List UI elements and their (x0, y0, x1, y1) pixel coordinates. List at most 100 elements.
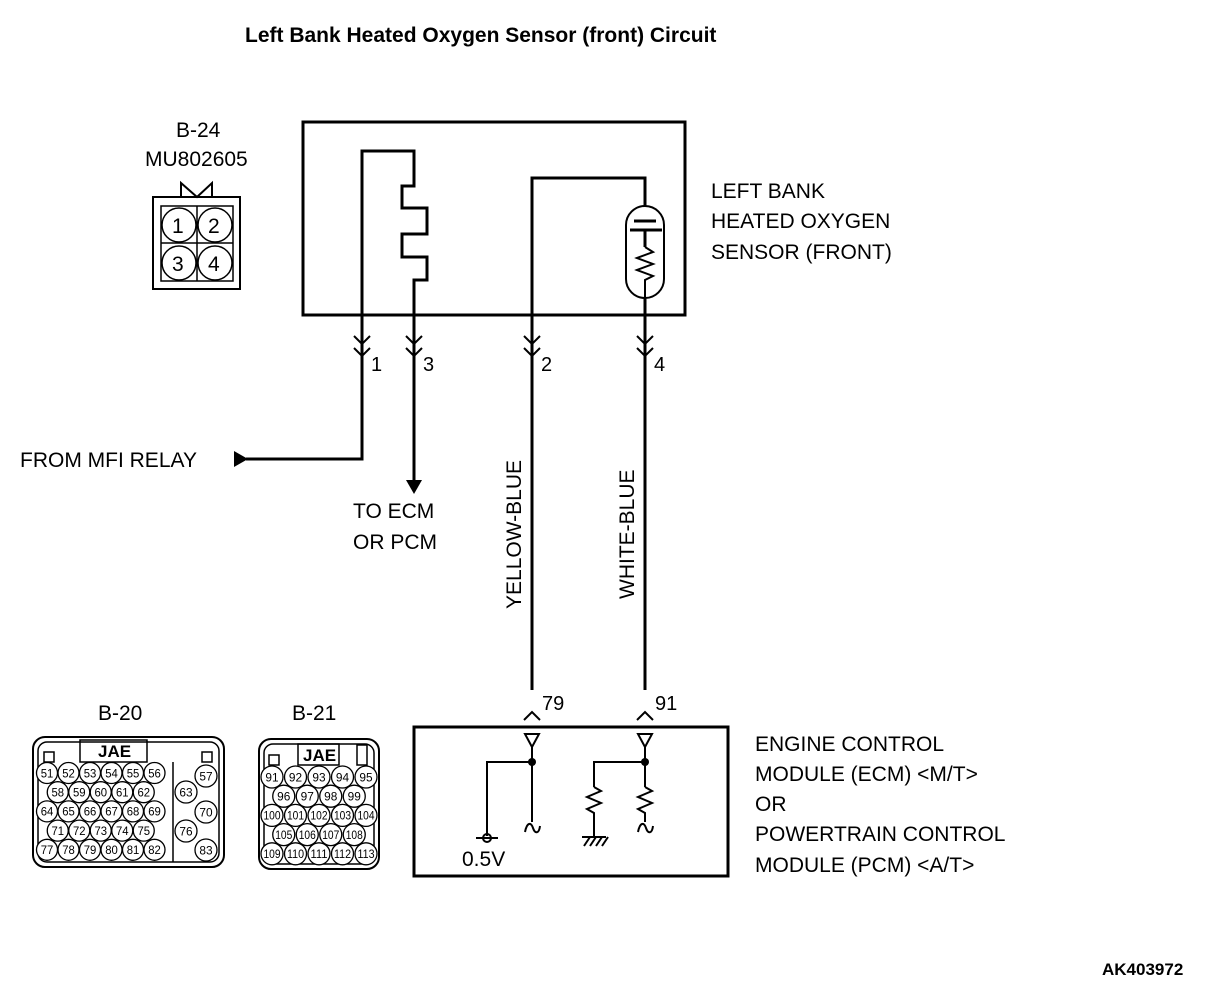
connector-pin (307, 765, 331, 789)
connector-pin-label: 76 (179, 824, 193, 838)
terminal-1-arrow-icon (353, 335, 371, 358)
connector-pin-label: 95 (359, 770, 373, 784)
connector-pin-label: 79 (84, 843, 97, 857)
connector-pin (194, 838, 218, 862)
wire-color-white-blue: WHITE-BLUE (616, 469, 639, 599)
connector-pin (260, 842, 284, 866)
terminal-3-arrow-icon (405, 335, 423, 358)
connector-pin-label: 83 (199, 843, 213, 857)
svg-text:MODULE (ECM) <M/T>: MODULE (ECM) <M/T> (755, 763, 978, 786)
connector-pin-label: 68 (127, 805, 140, 819)
connector-pin-label: 104 (357, 809, 374, 823)
connector-pin-label: 96 (277, 790, 291, 804)
connector-pin (272, 784, 296, 808)
connector-pin (354, 842, 378, 866)
connector-pin (194, 764, 218, 788)
connector-pin (143, 838, 166, 861)
ecm-module: 0.5V (412, 725, 730, 878)
connector-pin-label: 109 (263, 847, 280, 861)
connector-pin-label: 103 (334, 809, 351, 823)
heater-element-icon (360, 149, 429, 480)
connector-pin-label: 81 (127, 843, 140, 857)
connector-pin (330, 842, 355, 866)
connector-pin-label: 75 (137, 824, 150, 838)
connector-pin-label: 91 (265, 770, 279, 784)
arrow-right-icon (234, 451, 248, 467)
terminal-3-label: 3 (423, 354, 434, 376)
connector-pin-label: 70 (199, 805, 213, 819)
connector-pin (319, 822, 343, 847)
input-triangle-icon (523, 733, 541, 750)
connector-pin-label: 67 (105, 805, 118, 819)
oxygen-sensor (301, 120, 687, 690)
connector-pin-label: 77 (41, 843, 54, 857)
connector-pin-label: 94 (336, 770, 350, 784)
connector-pin (174, 819, 198, 843)
pulldown-resistor-icon (584, 786, 604, 836)
connector-pin (354, 803, 378, 828)
connector-pin-label: 55 (127, 766, 140, 780)
svg-text:LEFT BANK: LEFT BANK (711, 180, 825, 203)
connector-b24-part-number: MU802605 (145, 148, 248, 171)
connector-pin (132, 781, 155, 804)
terminal-2-label: 2 (541, 354, 552, 376)
sensor-box (301, 120, 687, 317)
connector-latch-icon (180, 180, 213, 199)
connector-housing (152, 196, 241, 290)
connector-pin (194, 800, 218, 824)
connector-pin-label: 54 (105, 766, 118, 780)
connector-b20-maker: JAE (98, 742, 131, 761)
connector-pin-label: 107 (322, 828, 339, 842)
connector-b21-id: B-21 (292, 702, 336, 725)
to-ecm-label-line1: TO ECM (353, 500, 434, 523)
connector-pin-label: 69 (148, 805, 161, 819)
connector-pin-label: 111 (310, 847, 327, 861)
maker-plate (79, 739, 148, 763)
pin-4 (197, 245, 233, 281)
connector-pin-label: 61 (116, 786, 129, 800)
figure-code: AK403972 (1102, 960, 1183, 979)
connector-pin-label: 113 (357, 847, 374, 861)
connector-pin (295, 822, 319, 847)
from-relay-label: FROM MFI RELAY (20, 449, 197, 472)
connector-pin-label: 52 (62, 766, 75, 780)
connector-pin-label: 93 (312, 770, 326, 784)
svg-text:SENSOR (FRONT): SENSOR (FRONT) (711, 241, 892, 264)
connector-pin-label: 58 (51, 786, 64, 800)
connector-pin (143, 800, 166, 823)
connector-pin (283, 765, 308, 789)
connector-pin-label: 74 (116, 824, 129, 838)
connector-b20-id: B-20 (98, 702, 142, 725)
connector-pin-label: 64 (41, 805, 54, 819)
arrow-down-icon (406, 480, 422, 494)
connector-pin-label: 63 (179, 785, 193, 799)
wire-color-yellow-blue: YELLOW-BLUE (503, 460, 526, 609)
connector-pin-label: 51 (41, 766, 54, 780)
connector-pin (143, 761, 166, 785)
connector-pin (354, 765, 378, 789)
connector-pin-label: 80 (105, 843, 118, 857)
pin-2 (197, 207, 233, 243)
connector-b21-maker: JAE (303, 746, 336, 765)
signal-return-icon (637, 822, 654, 834)
terminal-79-arrow-icon (523, 710, 541, 721)
connector-pin-label: 78 (62, 843, 75, 857)
connector-pin-label: 62 (137, 786, 150, 800)
svg-text:POWERTRAIN CONTROL: POWERTRAIN CONTROL (755, 823, 1005, 846)
terminal-79-label: 79 (542, 693, 564, 715)
ecm-label: ENGINE CONTROL MODULE (ECM) <M/T> OR POW… (755, 733, 1005, 877)
connector-pin-label: 72 (73, 824, 86, 838)
ecm-box (412, 725, 730, 878)
connector-pin (283, 842, 308, 866)
mfi-relay-feed: FROM MFI RELAY (20, 449, 364, 472)
connector-pin-label: 100 (263, 809, 280, 823)
svg-text:MODULE (PCM) <A/T>: MODULE (PCM) <A/T> (755, 854, 974, 877)
connector-pin (260, 765, 284, 789)
terminal-91-arrow-icon (636, 710, 654, 721)
voltage-label: 0.5V (462, 848, 505, 871)
connector-pin-label: 105 (275, 828, 292, 842)
connector-pin-label: 97 (301, 790, 315, 804)
connector-pin (330, 765, 355, 789)
resistor-icon (635, 786, 655, 822)
connector-pin-label: 110 (287, 847, 304, 861)
